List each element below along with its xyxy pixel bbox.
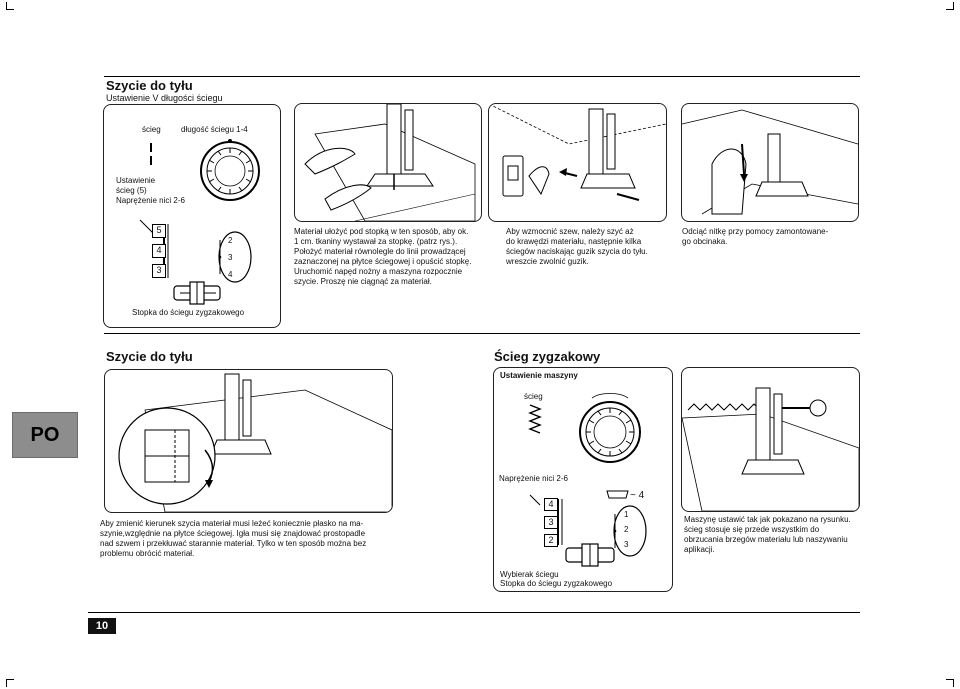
bottom-left-title: Szycie do tyłu (106, 349, 193, 364)
caption-line: Aby zmienić kierunek szycia materiał mus… (100, 519, 364, 528)
stack-number: 3 (544, 516, 558, 529)
caption-line: aplikacji. (684, 545, 715, 554)
caption-line: wreszcie zwolnić guzik. (506, 257, 589, 266)
stitch-length-label: długość ściegu 1-4 (181, 125, 248, 134)
thread-cutter-illustration (682, 109, 858, 215)
dial-number: 1 (624, 510, 629, 519)
sewing-machine-needle-illustration (304, 104, 476, 221)
caption-turn-fabric: Aby zmienić kierunek szycia materiał mus… (100, 519, 366, 559)
zigzag-tension-label: Naprężenie nici 2-6 (499, 474, 568, 483)
tension-label: Naprężenie nici 2-6 (116, 196, 185, 205)
zigzag-foot-caption: Stopka do ściegu zygzakowego (500, 579, 613, 588)
crop-mark (953, 679, 954, 687)
crop-mark (953, 2, 954, 10)
dial-number: 2 (624, 525, 629, 534)
middle-rule (104, 333, 860, 334)
setting-label-2: ścieg (5) (116, 186, 147, 195)
zigzag-foot-icon (173, 281, 221, 305)
setting-label: Ustawienie (116, 176, 156, 185)
stack-number: 2 (544, 534, 558, 547)
crop-mark (6, 679, 7, 687)
straight-stitch-icon (150, 143, 152, 165)
dial-number: 3 (624, 540, 629, 549)
caption-line: problemu obrócić materiał. (100, 549, 195, 558)
caption-line: go obcinaka. (682, 237, 728, 246)
width-dial-icon (218, 231, 252, 283)
top-section-title: Szycie do tyłu (106, 78, 193, 93)
language-tab: PO (12, 412, 78, 458)
zigzag-width-dial-icon (613, 505, 647, 557)
stitch-length-dial-icon (200, 139, 260, 201)
page-number: 10 (88, 618, 116, 634)
caption-line: nad szwem i przekłuwać starannie materia… (100, 539, 367, 548)
caption-line: szynie,względnie na płytce ściegowej. Ig… (100, 529, 366, 538)
dial-number: 3 (228, 253, 233, 262)
caption-line: ściegów naciskając guzik szycia do tyłu. (506, 247, 648, 256)
reverse-stitch-illustration (489, 104, 666, 201)
illustration-turn-fabric (104, 369, 393, 513)
dial-number: 4 (228, 270, 233, 279)
illustration-cut-thread (681, 103, 859, 222)
zigzag-width-marker: ~ 4 (630, 490, 645, 501)
caption-line: Położyć materiał równolegle do linii pro… (294, 247, 466, 256)
illustration-place-fabric (294, 103, 482, 222)
caption-line: Aby wzmocnić szew, należy szyć aż (506, 227, 634, 236)
stitch-label: ścieg (142, 125, 161, 134)
number-stack: 5 4 3 (152, 224, 166, 278)
caption-zigzag: Maszynę ustawić tak jak pokazano na rysu… (684, 515, 851, 555)
crop-mark (946, 679, 954, 680)
top-rule (104, 76, 860, 77)
stack-number: 3 (152, 264, 166, 278)
zigzag-foot-icon (565, 543, 615, 567)
crop-mark (946, 9, 954, 10)
zigzag-width-marker-icon (606, 490, 629, 499)
caption-line: Maszynę ustawić tak jak pokazano na rysu… (684, 515, 851, 524)
stack-number: 4 (544, 498, 558, 511)
zigzag-sewing-illustration (682, 387, 859, 511)
turning-fabric-illustration (118, 373, 392, 512)
zigzag-stitch-label: ścieg (524, 392, 543, 401)
caption-line: obrzucania brzegów materiału lub naszywa… (684, 535, 848, 544)
zigzag-stitch-icon (528, 404, 542, 434)
zigzag-number-stack: 4 3 2 (544, 498, 558, 547)
caption-reverse: Aby wzmocnić szew, należy szyć aż do kra… (506, 227, 648, 267)
crop-mark (6, 679, 14, 680)
crop-mark (6, 2, 7, 10)
stack-number: 5 (152, 224, 166, 238)
zigzag-pattern-icon (529, 494, 563, 545)
dial-number: 2 (228, 236, 233, 245)
caption-line: Materiał ułożyć pod stopką w ten sposób,… (294, 227, 469, 236)
illustration-reverse-button (488, 103, 667, 222)
illustration-zigzag-sewing (681, 367, 860, 512)
crop-mark (6, 9, 14, 10)
stack-number: 4 (152, 244, 166, 258)
caption-line: zaznaczonej na płytce ściegowej i opuści… (294, 257, 472, 266)
caption-line: Uruchomić napęd nożny a maszyna rozpoczn… (294, 267, 463, 276)
foot-caption: Stopka do ściegu zygzakowego (132, 308, 245, 317)
caption-line: 1 cm. tkaniny wystawał za stopkę. (patrz… (294, 237, 458, 246)
zigzag-settings-header: Ustawienie maszyny (500, 371, 578, 380)
bottom-right-title: Ścieg zygzakowy (494, 349, 601, 364)
zigzag-length-dial-icon (579, 393, 641, 463)
stitch-selector-caption: Wybierak ściegu (500, 570, 559, 579)
caption-line: szycie. Proszę nie ciągnąć za materiał. (294, 277, 432, 286)
caption-line: Odciąć nitkę przy pomocy zamontowane- (682, 227, 829, 236)
caption-line: ścieg stosuje się przede wszystkim do (684, 525, 820, 534)
footer-rule (88, 612, 860, 613)
caption-place-fabric: Materiał ułożyć pod stopką w ten sposób,… (294, 227, 471, 287)
caption-cut: Odciąć nitkę przy pomocy zamontowane- go… (682, 227, 828, 247)
caption-line: do krawędzi materiału, następnie kilka (506, 237, 642, 246)
top-section-subtitle: Ustawienie V długości ściegu (106, 93, 223, 103)
